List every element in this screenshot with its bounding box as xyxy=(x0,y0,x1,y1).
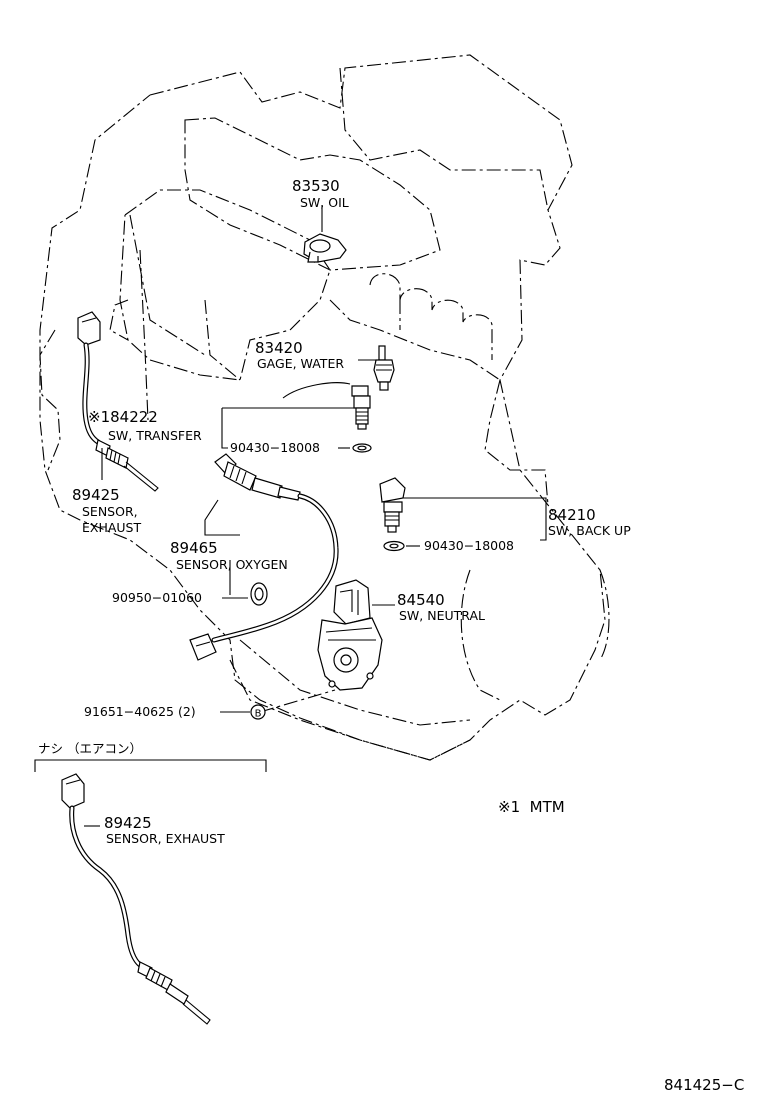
label-89425-upper-name2: EXHAUST xyxy=(82,520,141,535)
footnote-mtm: ※1 MTM xyxy=(498,798,565,816)
label-variant-note: ナシ （エアコン） xyxy=(38,741,142,756)
part-83420-water-gage xyxy=(358,345,395,391)
label-84540-number: 84540 xyxy=(397,591,445,609)
part-84222-transfer-switch xyxy=(221,382,371,449)
label-83420-number: 83420 xyxy=(255,339,303,357)
part-90950-gasket xyxy=(222,582,268,606)
label-84222-number: ※184222 xyxy=(88,408,158,426)
labels: 83530 SW, OIL 83420 GAGE, WATER ※184222 … xyxy=(38,177,744,1094)
engine-outline xyxy=(39,54,610,761)
label-83530-name: SW, OIL xyxy=(300,195,349,210)
label-90430-lower-number: 90430−18008 xyxy=(424,538,514,553)
variant-bracket xyxy=(34,759,267,772)
label-89425-lower-number: 89425 xyxy=(104,814,152,832)
label-83420-name: GAGE, WATER xyxy=(257,356,344,371)
label-89425-upper-number: 89425 xyxy=(72,486,120,504)
part-90430-washer-upper xyxy=(338,443,372,453)
part-84540-neutral-switch xyxy=(317,579,395,691)
label-89465-name: SENSOR, OXYGEN xyxy=(176,557,288,572)
part-90430-washer-lower xyxy=(383,540,420,552)
label-89425-upper-name1: SENSOR, xyxy=(82,504,138,519)
figure-code: 841425−C xyxy=(664,1076,744,1094)
label-84540-name: SW, NEUTRAL xyxy=(399,608,485,623)
part-89425-exhaust-sensor-upper xyxy=(77,311,159,492)
label-84210-name: SW, BACK UP xyxy=(548,523,631,538)
label-84210-number: 84210 xyxy=(548,506,596,524)
label-90950-number: 90950−01060 xyxy=(112,590,202,605)
part-83530-oil-switch xyxy=(303,205,347,263)
part-84210-backup-switch xyxy=(379,477,547,541)
part-91651-bolt: B xyxy=(220,704,266,720)
label-83530-number: 83530 xyxy=(292,177,340,195)
label-84222-name: SW, TRANSFER xyxy=(108,428,202,443)
bolt-callout-letter: B xyxy=(255,709,262,720)
label-89465-number: 89465 xyxy=(170,539,218,557)
label-90430-upper-number: 90430−18008 xyxy=(230,440,320,455)
part-89425-exhaust-sensor-lower xyxy=(61,773,211,1025)
part-89465-oxygen-sensor xyxy=(189,453,339,661)
label-89425-lower-name: SENSOR, EXHAUST xyxy=(106,831,225,846)
label-91651-number: 91651−40625 (2) xyxy=(84,704,196,719)
